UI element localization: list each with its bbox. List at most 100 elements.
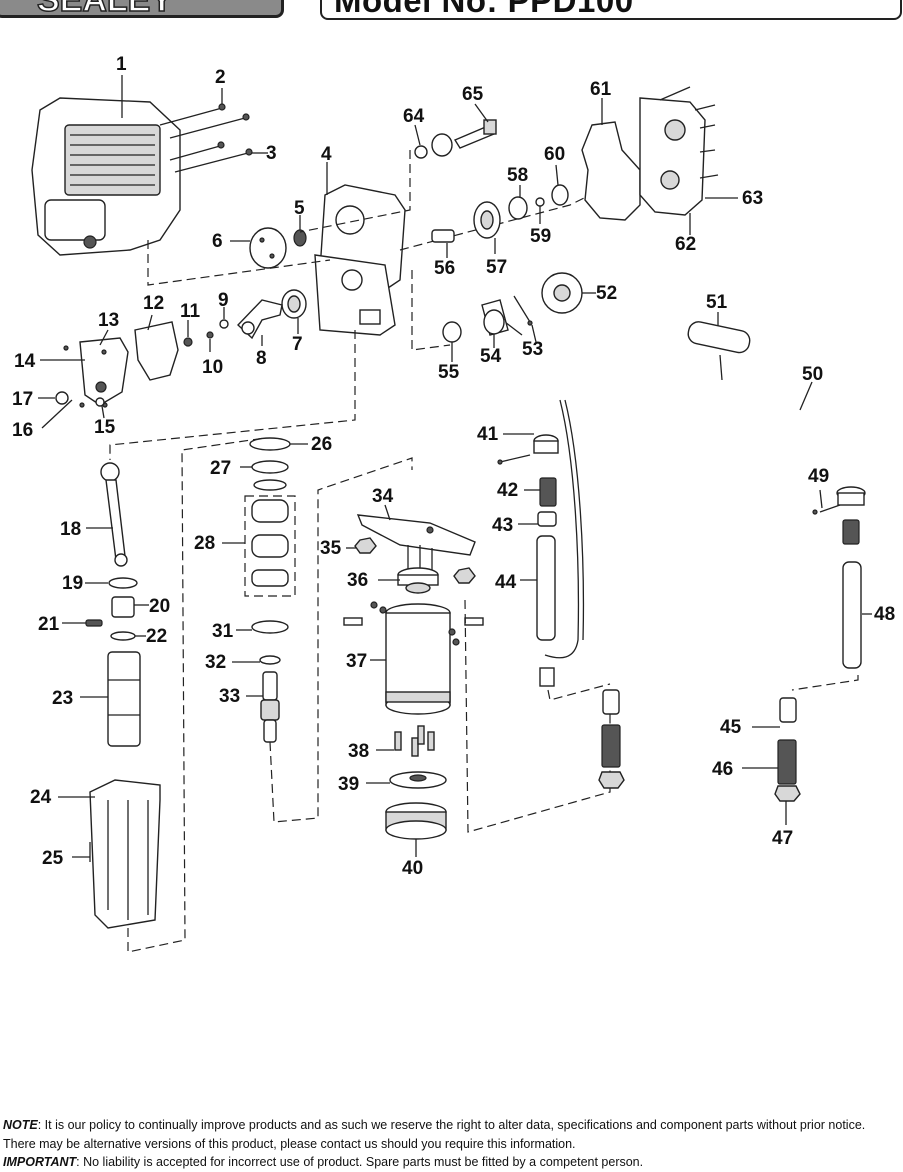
part-number-label: 3 (266, 143, 277, 164)
footer-notes: NOTE: It is our policy to continually im… (3, 1116, 901, 1172)
note-line-2: There may be alternative versions of thi… (3, 1136, 576, 1151)
dipstick-part (55, 391, 69, 405)
part-number-label: 39 (338, 774, 359, 795)
shaft-bearing-part (442, 321, 462, 343)
cover-gasket-part (581, 121, 641, 221)
part-number-label: 24 (30, 787, 52, 808)
part-number-label: 52 (596, 283, 617, 304)
engine-bolts (159, 103, 253, 173)
part-number-label: 40 (402, 858, 423, 879)
part-number-label: 53 (522, 339, 543, 360)
part-number-label: 51 (706, 292, 728, 313)
nut-part (183, 337, 193, 347)
part-number-label: 8 (256, 348, 267, 369)
circlip-part (414, 145, 428, 159)
piston-part (111, 596, 135, 618)
handle-frame-part (604, 364, 811, 691)
model-number-box: Model No: PPD100 (320, 0, 902, 20)
main-gear-part (541, 272, 583, 314)
gudgeon-pin-part (85, 619, 103, 627)
model-number-label: Model No: PPD100 (334, 0, 634, 19)
part-number-label: 15 (94, 417, 116, 438)
part-number-label: 54 (480, 346, 502, 367)
part-number-label: 42 (497, 480, 518, 501)
pin-part (343, 617, 363, 626)
part-number-label: 49 (808, 466, 829, 487)
lower-housing-part (89, 779, 161, 929)
part-number-label: 45 (720, 717, 742, 738)
spring-lower-left-part (598, 689, 625, 789)
bearing-small-part (508, 196, 528, 220)
part-number-label: 13 (98, 310, 119, 331)
motor-cylinder-part (385, 603, 451, 715)
washer-small-part (535, 197, 545, 207)
part-number-label: 35 (320, 538, 342, 559)
handle-cap-part (533, 434, 559, 454)
side-cover-part (79, 337, 129, 406)
throttle-lever-part (536, 399, 585, 687)
part-number-label: 23 (52, 688, 73, 709)
tool-retainer-part (385, 802, 447, 840)
gear-part (473, 201, 501, 239)
part-number-label: 14 (14, 351, 36, 372)
part-number-label: 26 (311, 434, 332, 455)
cover-plate-part (249, 227, 287, 269)
bush-part (537, 511, 557, 527)
part-number-label: 65 (462, 84, 484, 105)
washer-part (206, 331, 214, 339)
gear-sleeve-part (481, 299, 509, 336)
brand-logo-mark: SEALEY (36, 0, 174, 18)
exploded-parts-diagram: 1234567891011121314151617181920212223242… (12, 54, 895, 953)
part-number-label: 63 (742, 188, 763, 209)
grip-part (687, 321, 751, 354)
part-number-label: 17 (12, 389, 33, 410)
flange-part (389, 771, 447, 789)
part-number-label: 6 (212, 231, 223, 252)
part-number-label: 28 (194, 533, 215, 554)
pin-part-2 (464, 617, 484, 626)
part-number-label: 59 (530, 226, 551, 247)
seal-ring-part (249, 437, 291, 451)
mounting-plate-part (356, 514, 476, 556)
part-number-label: 12 (143, 293, 164, 314)
part-number-label: 41 (477, 424, 499, 445)
bearing-part (281, 289, 307, 319)
note-line: NOTE: It is our policy to continually im… (3, 1116, 901, 1135)
part-number-label: 60 (544, 144, 565, 165)
part-number-label: 38 (348, 741, 369, 762)
striker-part (260, 671, 280, 743)
spacer-lower-part (774, 697, 801, 802)
cylinder-part (107, 651, 141, 747)
important-line: IMPORTANT: No liability is accepted for … (3, 1153, 901, 1172)
connecting-rod-part (100, 462, 128, 567)
washer-part-32 (259, 655, 281, 665)
part-number-label: 25 (42, 848, 64, 869)
part-number-label: 57 (486, 257, 507, 278)
piston-ring-part (108, 577, 138, 589)
gasket-part (134, 321, 179, 381)
part-number-label: 2 (215, 67, 226, 88)
part-number-label: 1 (116, 54, 127, 75)
part-number-label: 9 (218, 290, 229, 311)
part-number-label: 11 (180, 301, 201, 322)
part-number-label: 18 (60, 519, 81, 540)
part-number-label: 20 (149, 596, 170, 617)
part-number-label: 43 (492, 515, 513, 536)
part-number-label: 44 (495, 572, 517, 593)
part-number-label: 31 (212, 621, 234, 642)
part-number-label: 33 (219, 686, 240, 707)
part-number-label: 32 (205, 652, 226, 673)
engine-part (31, 97, 181, 256)
svg-text:SEALEY: SEALEY (37, 0, 173, 18)
part-number-label: 10 (202, 357, 223, 378)
bolts-part (394, 725, 435, 757)
hex-nut-part-2 (453, 567, 476, 584)
note-label: NOTE (3, 1118, 38, 1132)
oil-seal-part (95, 397, 105, 407)
part-number-label: 34 (372, 486, 394, 507)
part-number-label: 21 (38, 614, 60, 635)
part-number-label: 56 (434, 258, 455, 279)
o-ring-part (251, 460, 289, 474)
part-number-label: 4 (321, 144, 332, 165)
